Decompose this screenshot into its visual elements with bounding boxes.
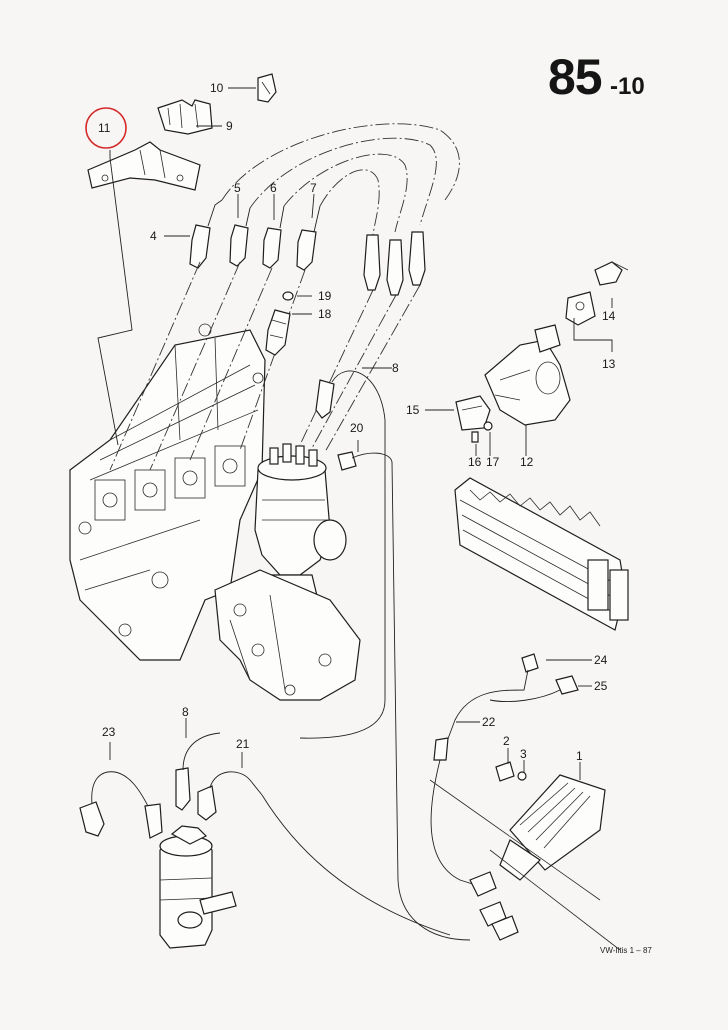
callout-6: 6 xyxy=(270,181,277,195)
callout-22: 22 xyxy=(482,715,496,729)
spark-plug-connector-7 xyxy=(296,205,321,271)
drawing-source-reference: VW-Iltis 1 – 87 xyxy=(600,946,652,955)
steering-lock-housing-12 xyxy=(484,324,571,426)
ignition-leads xyxy=(109,123,460,471)
lead-8-upper xyxy=(299,370,386,739)
callout-15: 15 xyxy=(406,403,420,417)
key-14 xyxy=(594,261,629,286)
lead-8-lower xyxy=(175,732,221,811)
lead-23 xyxy=(79,771,163,839)
callout-16: 16 xyxy=(468,455,482,469)
callout-18: 18 xyxy=(318,307,332,321)
callout-25: 25 xyxy=(594,679,608,693)
screw-16-washer-17 xyxy=(471,421,493,443)
callout-3: 3 xyxy=(520,747,527,761)
control-unit-panel xyxy=(454,477,629,631)
callout-12: 12 xyxy=(520,455,534,469)
callout-labels: 1 2 3 4 5 6 7 8 8 9 10 11 12 13 14 15 16… xyxy=(98,81,616,763)
callout-5: 5 xyxy=(234,181,241,195)
callout-23: 23 xyxy=(102,725,116,739)
callout-10: 10 xyxy=(210,81,224,95)
callout-17: 17 xyxy=(486,455,500,469)
ground-wire-22-24-25 xyxy=(430,653,579,941)
callout-7: 7 xyxy=(310,181,317,195)
screw-2-washer-3 xyxy=(495,761,527,782)
page-number: 85 xyxy=(548,49,603,105)
clip-10 xyxy=(257,73,277,103)
callout-9: 9 xyxy=(226,119,233,133)
leader-lines xyxy=(97,87,613,780)
ignition-switch-15 xyxy=(455,395,491,431)
ignition-coil xyxy=(159,825,237,949)
callout-4: 4 xyxy=(150,229,157,243)
callout-19: 19 xyxy=(318,289,332,303)
lock-cylinder-13 xyxy=(565,291,596,326)
wire-holder-9 xyxy=(157,99,213,135)
callout-13: 13 xyxy=(602,357,616,371)
callout-2: 2 xyxy=(503,734,510,748)
callout-11: 11 xyxy=(98,121,111,135)
spark-plug-connector-4 xyxy=(189,199,223,269)
lead-21 xyxy=(197,771,451,936)
distributor-lead-connectors xyxy=(363,231,426,296)
spark-plug-connector-6 xyxy=(262,205,285,269)
ignition-control-unit-1 xyxy=(429,774,621,951)
callout-20: 20 xyxy=(350,421,364,435)
sealing-ring-19 xyxy=(282,291,294,301)
callout-8-lower: 8 xyxy=(182,705,189,719)
callout-14: 14 xyxy=(602,309,616,323)
lower-mount-bracket xyxy=(214,569,361,701)
page-number-suffix: -10 xyxy=(610,73,645,100)
callout-1: 1 xyxy=(576,749,583,763)
callout-21: 21 xyxy=(236,737,250,751)
callout-24: 24 xyxy=(594,653,608,667)
engine-block xyxy=(69,323,266,661)
highlight-circle-callout-11 xyxy=(85,107,127,149)
lead-20 xyxy=(337,451,471,941)
callout-8-upper: 8 xyxy=(392,361,399,375)
spark-plug-connector-5 xyxy=(229,207,251,267)
bracket-11 xyxy=(87,141,201,191)
spark-plug-18 xyxy=(265,309,291,356)
